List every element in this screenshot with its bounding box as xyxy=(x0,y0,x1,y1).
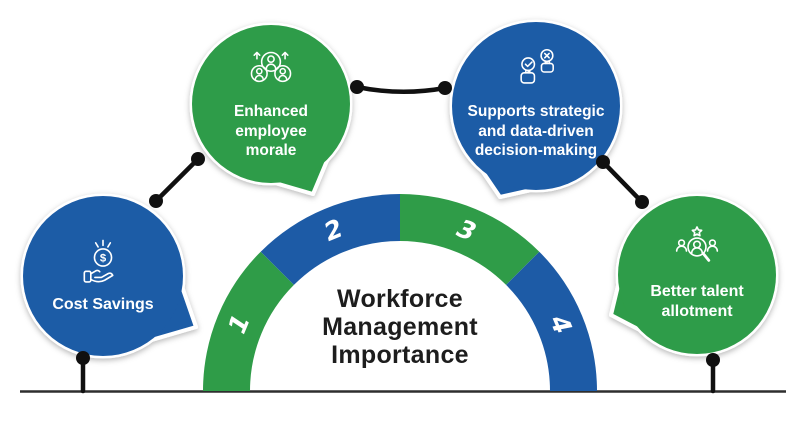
arc-gauge: 1 2 3 4 xyxy=(203,194,597,391)
connector-dot xyxy=(635,195,649,209)
connector-dot xyxy=(438,81,452,95)
title-line-3: Importance xyxy=(331,341,469,369)
connector-dot xyxy=(596,155,610,169)
connector-dot xyxy=(191,152,205,166)
page-title: Workforce Management Importance xyxy=(290,285,510,369)
connector-morale-decision xyxy=(354,84,448,94)
connector-dot xyxy=(350,80,364,94)
title-line-1: Workforce xyxy=(337,285,463,313)
connector-decision-talent xyxy=(600,159,645,205)
bubble-employee-morale xyxy=(189,22,353,196)
arc-segment-4 xyxy=(506,251,597,391)
bubble-decision-making xyxy=(449,19,623,199)
bubble-talent-allotment xyxy=(609,193,779,357)
connector-dot xyxy=(149,194,163,208)
bubble-cost-savings xyxy=(20,193,198,359)
title-line-2: Management xyxy=(322,313,478,341)
arc-segment-2 xyxy=(260,194,400,285)
connector-dot xyxy=(76,351,90,365)
arc-segment-1 xyxy=(203,251,294,391)
connector-costsavings-morale xyxy=(153,156,201,204)
connector-dot xyxy=(706,353,720,367)
connectors xyxy=(76,80,720,394)
arc-segment-3 xyxy=(400,194,540,285)
